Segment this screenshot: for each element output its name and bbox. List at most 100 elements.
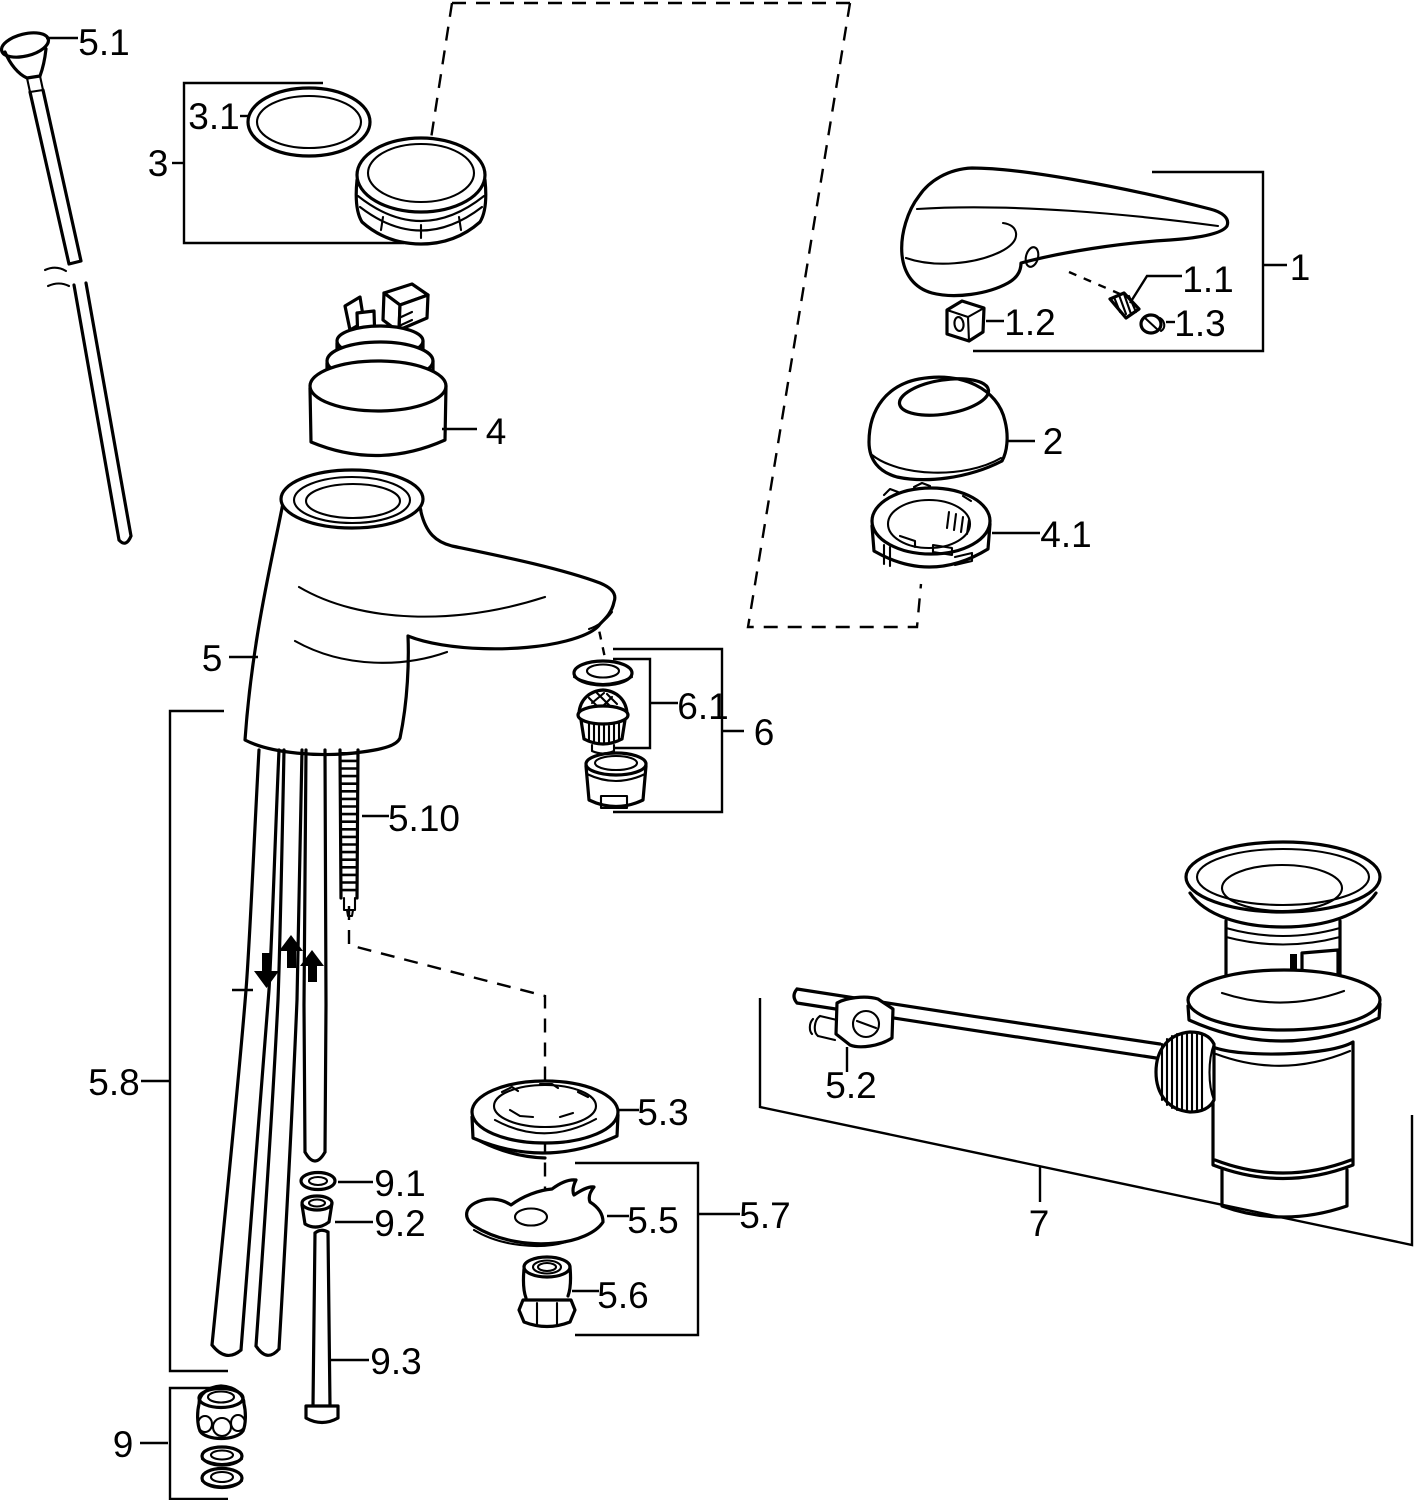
flange-castellations bbox=[500, 1082, 590, 1119]
hose-3 bbox=[302, 748, 328, 1163]
part-label-4.1: 4.1 bbox=[1040, 514, 1091, 555]
washer-9-1 bbox=[299, 1170, 337, 1192]
part-label-5.10: 5.10 bbox=[388, 798, 460, 839]
cup-wall bbox=[308, 384, 448, 458]
slip-ring-ridge-1 bbox=[356, 194, 486, 222]
body-opening-mid bbox=[292, 475, 412, 525]
body-opening-bore bbox=[304, 482, 402, 520]
washer-b-edge bbox=[200, 1479, 244, 1488]
plate-edge bbox=[472, 1228, 568, 1248]
part-label-7: 7 bbox=[1029, 1203, 1050, 1244]
flange-band bbox=[478, 1139, 547, 1160]
flange-disc bbox=[1186, 968, 1382, 1032]
joint-slot bbox=[855, 1019, 878, 1030]
body-sweep-2 bbox=[293, 639, 449, 664]
lock-ring-bore bbox=[886, 498, 972, 550]
insert-flange bbox=[576, 704, 630, 726]
aerator-group bbox=[572, 647, 724, 814]
housing-wall bbox=[584, 764, 648, 809]
tab-right-side bbox=[397, 293, 430, 332]
bracket-5-7 bbox=[575, 1161, 700, 1337]
bolt-head bbox=[304, 1404, 340, 1425]
knurl-nut bbox=[1154, 1030, 1216, 1114]
waste-body bbox=[1154, 968, 1382, 1219]
part-label-9.3: 9.3 bbox=[370, 1341, 421, 1382]
nut-9-bore bbox=[206, 1390, 236, 1404]
bracket-6-1 bbox=[613, 657, 652, 750]
part-label-2: 2 bbox=[1043, 421, 1064, 462]
slip-ring-facets bbox=[379, 215, 463, 240]
housing-bore bbox=[593, 754, 639, 772]
part-label-1.3: 1.3 bbox=[1174, 303, 1225, 344]
part-label-1.2: 1.2 bbox=[1004, 302, 1055, 343]
insert-ribs bbox=[587, 721, 621, 745]
lock-ring-rim bbox=[870, 486, 992, 556]
clamp-plate bbox=[465, 1178, 605, 1248]
aerator-washer-bore bbox=[585, 663, 621, 679]
flare-cup bbox=[1188, 891, 1378, 929]
bracket-9 bbox=[168, 1386, 228, 1500]
cup-rim bbox=[308, 359, 448, 413]
plug-outline bbox=[945, 299, 986, 343]
lever-ridge bbox=[915, 206, 1220, 228]
mounting-nut bbox=[517, 1255, 577, 1329]
washer-b-bore bbox=[209, 1470, 235, 1484]
lock-ring-wall bbox=[870, 522, 992, 569]
rod-joint bbox=[808, 995, 895, 1049]
flow-up-arrow-2 bbox=[300, 950, 324, 982]
nut-bore-2 bbox=[536, 1261, 558, 1273]
part-labels: 5.1 3.1 3 4 5 5.10 5.8 9.1 9.2 9.3 9 1.1… bbox=[78, 22, 1310, 1465]
aerator-housing bbox=[584, 751, 648, 810]
screw-cap bbox=[1139, 313, 1166, 335]
part-label-6: 6 bbox=[754, 712, 775, 753]
part-label-5.6: 5.6 bbox=[597, 1275, 648, 1316]
flange-disc-wall bbox=[1186, 1002, 1382, 1043]
slip-ring-wall bbox=[354, 178, 488, 246]
lock-ring bbox=[870, 481, 992, 569]
lever-head-curve bbox=[904, 221, 1018, 265]
leader-lines bbox=[46, 36, 1287, 1445]
part-label-5.3: 5.3 bbox=[637, 1092, 688, 1133]
housing-band bbox=[585, 772, 647, 783]
part-label-5.1: 5.1 bbox=[78, 22, 129, 63]
guide-handle-screw bbox=[1068, 270, 1128, 299]
plate-hole bbox=[513, 1207, 549, 1227]
slip-ring-rim bbox=[355, 136, 487, 214]
o-ring-outer bbox=[246, 86, 372, 158]
guide-right-drop bbox=[746, 2, 923, 629]
slip-ring-bore bbox=[366, 142, 476, 204]
dome-opening bbox=[897, 377, 991, 417]
aerator-washer-edge bbox=[572, 675, 634, 686]
lock-ring-tab bbox=[898, 534, 954, 557]
flow-up-arrow-1 bbox=[279, 935, 303, 968]
body-opening-rim bbox=[279, 468, 425, 530]
guide-stud-flange bbox=[347, 906, 547, 1190]
flare-rim bbox=[1184, 840, 1382, 914]
trap-tail bbox=[1220, 1168, 1349, 1219]
stud-rails bbox=[338, 748, 360, 900]
bushing-bore bbox=[307, 1198, 327, 1208]
knob-funnel bbox=[3, 47, 48, 80]
part-label-3: 3 bbox=[148, 143, 169, 184]
part-label-5.2: 5.2 bbox=[825, 1065, 876, 1106]
flange-inner-arc bbox=[493, 1117, 598, 1135]
lock-ring-teeth bbox=[945, 510, 971, 536]
part-label-4: 4 bbox=[486, 411, 507, 452]
knurl-face bbox=[1208, 1042, 1216, 1102]
bracket-6 bbox=[613, 647, 724, 814]
joint-screw bbox=[808, 1014, 839, 1042]
washer-a-bore bbox=[209, 1449, 235, 1461]
break-marks bbox=[43, 266, 71, 288]
mounting-flange bbox=[470, 1079, 620, 1160]
lever-hole bbox=[1024, 246, 1040, 268]
dome-cover bbox=[867, 375, 1009, 482]
tab-notch bbox=[397, 310, 414, 328]
leader-1-1 bbox=[1128, 274, 1182, 304]
spout-lip bbox=[587, 610, 614, 631]
screw-coils bbox=[1112, 292, 1138, 316]
knob-stem bbox=[25, 74, 45, 94]
trap-cup bbox=[1211, 1040, 1355, 1181]
nut-body bbox=[521, 1265, 573, 1300]
cap-slot bbox=[1143, 316, 1160, 332]
